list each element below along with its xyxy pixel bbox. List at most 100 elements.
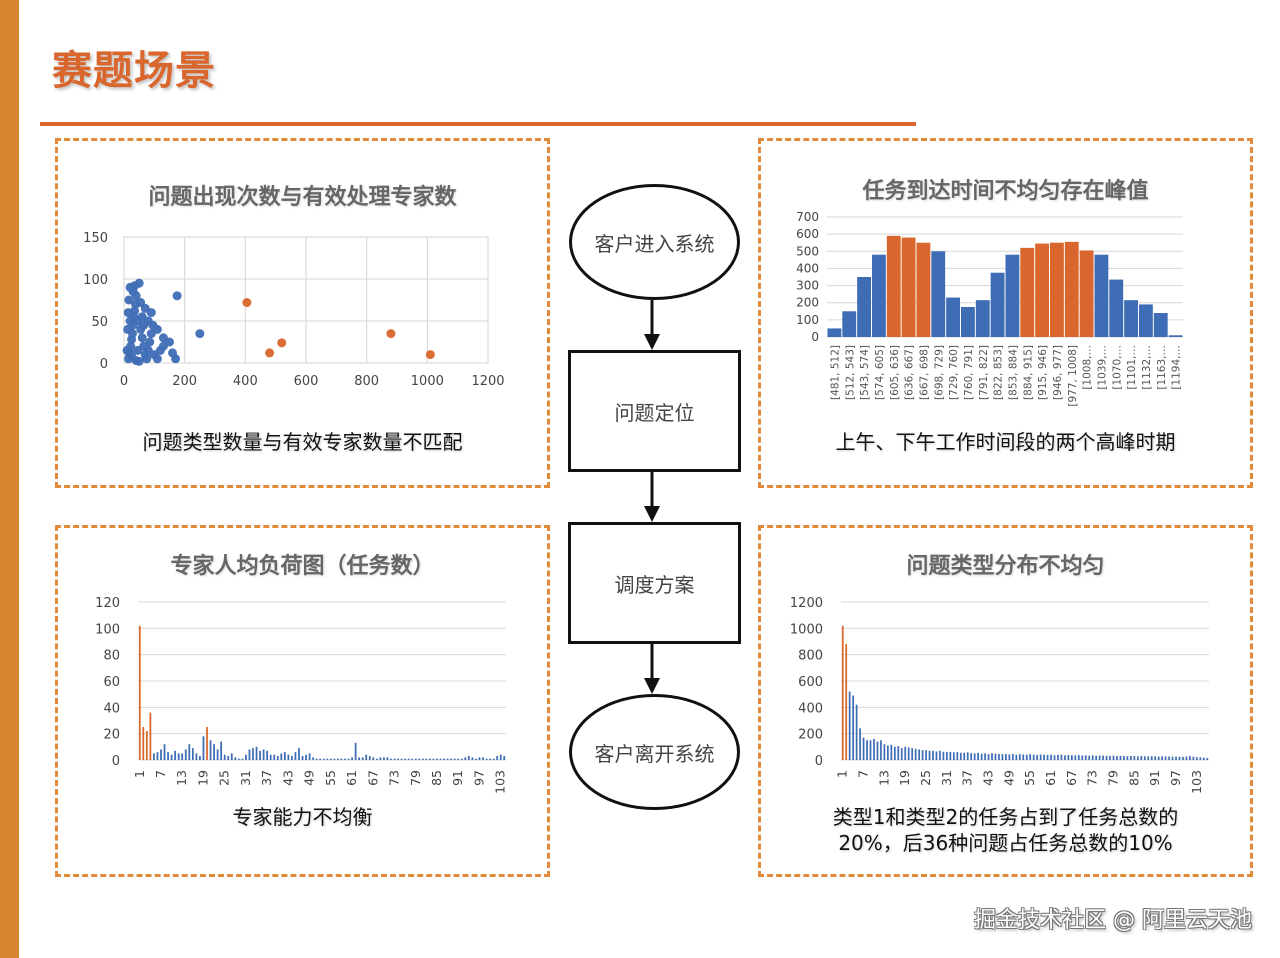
expert-x-tick-label: 97 (471, 770, 486, 786)
expert-x-tick-label: 61 (344, 770, 359, 786)
types-y-tick-label: 0 (815, 754, 823, 769)
expert-bar (446, 758, 449, 760)
expert-bar (450, 758, 453, 760)
expert-bar (181, 753, 184, 760)
types-x-tick-label: 43 (981, 770, 996, 786)
hist-bar (975, 300, 990, 337)
expert-bar (478, 757, 481, 760)
types-x-tick-label: 7 (856, 770, 871, 778)
hist-x-tick-label: [667, 698] (918, 345, 930, 400)
types-bar (911, 748, 914, 760)
hist-bar (931, 251, 946, 337)
flow-end-node: 客户离开系统 (569, 694, 740, 810)
flow-arrow-2 (644, 472, 660, 522)
scatter-point (386, 329, 396, 339)
scatter-point (136, 298, 146, 308)
hist-x-tick-label: [512, 543] (844, 345, 856, 400)
expert-bar (443, 758, 445, 760)
types-bar (959, 752, 962, 760)
types-bar (973, 753, 976, 760)
scatter-point (171, 354, 181, 364)
types-bar (918, 749, 920, 760)
expert-bar (418, 758, 421, 760)
expert-bar (329, 758, 332, 760)
types-x-tick-label: 13 (876, 770, 891, 786)
scatter-point (195, 329, 205, 339)
flow-arrow-3 (644, 644, 660, 694)
expert-bar (301, 756, 304, 760)
types-bar (1206, 758, 1209, 760)
expert-bar (414, 758, 417, 760)
expert-bar (354, 742, 357, 760)
types-bar (914, 748, 917, 760)
expert-bar (195, 753, 198, 760)
expert-bar (386, 757, 389, 760)
types-bar (1084, 755, 1087, 760)
types-bar (946, 752, 948, 760)
expert-bar (199, 756, 201, 760)
scatter-point (152, 354, 162, 364)
types-bar (1098, 755, 1101, 760)
scatter-point (143, 316, 153, 326)
types-bar (1161, 756, 1163, 760)
types-bar (1143, 756, 1146, 760)
expert-x-tick-label: 55 (323, 770, 338, 786)
expert-x-tick-label: 7 (153, 770, 168, 778)
hist-x-tick-label: [822, 853] (993, 345, 1005, 400)
types-bar (883, 744, 886, 760)
type-caption-line1: 类型1和类型2的任务占到了任务总数的 (832, 805, 1179, 829)
expert-bar (337, 758, 339, 760)
types-bar (1192, 756, 1195, 760)
expert-x-tick-label: 91 (450, 770, 465, 786)
types-x-tick-label: 37 (960, 770, 975, 786)
side-accent-bar (0, 0, 19, 958)
types-x-tick-label: 49 (1001, 770, 1016, 786)
expert-bar (407, 758, 410, 760)
expert-bar (457, 758, 460, 760)
types-bar (1067, 754, 1070, 760)
expert-bar (191, 748, 194, 760)
scatter-point (124, 295, 134, 305)
hist-bar (1094, 254, 1109, 337)
types-bar (1199, 757, 1202, 760)
hist-bar (1153, 313, 1168, 337)
types-x-tick-label: 31 (939, 770, 954, 786)
scatter-x-tick-label: 1000 (411, 374, 444, 389)
hist-x-tick-label: [760, 791] (963, 345, 975, 400)
hist-y-tick-label: 400 (796, 261, 819, 275)
hist-x-tick-label: [1194,… (1171, 345, 1183, 390)
expert-bar (492, 758, 495, 760)
types-bar (1091, 755, 1094, 760)
hist-bar (1139, 304, 1153, 337)
hist-bar (961, 307, 975, 337)
types-bar (841, 625, 844, 760)
types-bar (1053, 755, 1056, 760)
hist-bar (857, 277, 871, 337)
types-bar (862, 737, 865, 760)
scatter-y-tick-label: 100 (83, 273, 108, 288)
types-bar (893, 746, 896, 760)
scatter-x-tick-label: 200 (172, 374, 197, 389)
expert-bar (241, 758, 244, 760)
types-bar (1126, 756, 1129, 760)
expert-bar (283, 752, 286, 760)
expert-bar (471, 757, 474, 760)
expert-bar (209, 740, 212, 760)
expert-bar (237, 758, 240, 760)
types-y-tick-label: 800 (798, 649, 823, 664)
scatter-point (265, 348, 275, 358)
hist-bar (946, 297, 960, 337)
types-x-tick-label: 55 (1022, 770, 1037, 786)
hist-x-tick-label: [698, 729] (933, 345, 945, 400)
types-bar (1018, 754, 1021, 760)
types-y-tick-label: 1000 (790, 622, 823, 637)
hist-x-tick-label: [853, 884] (1007, 345, 1019, 400)
expert-caption: 专家能力不均衡 (232, 805, 373, 829)
types-bar (966, 752, 969, 760)
types-bar (1025, 754, 1028, 760)
